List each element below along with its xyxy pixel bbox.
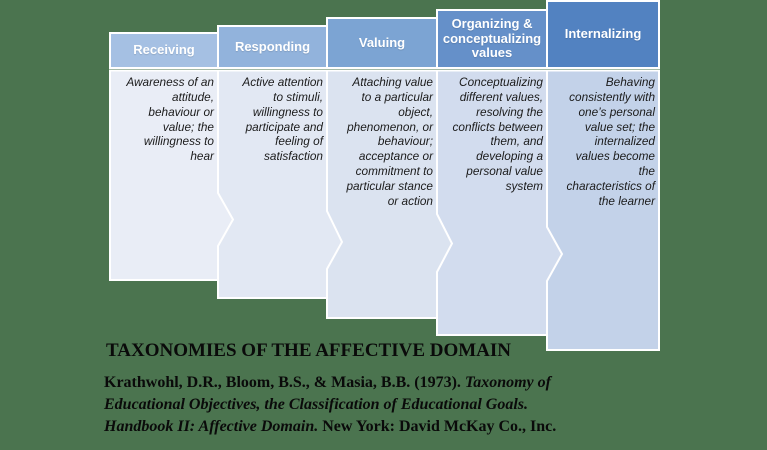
citation-authors: Krathwohl, D.R., Bloom, B.S., & Masia, B… [104, 374, 465, 391]
citation: Krathwohl, D.R., Bloom, B.S., & Masia, B… [104, 372, 556, 438]
valuing-header-shape [326, 17, 438, 69]
citation-line-3: Handbook II: Affective Domain. New York:… [104, 416, 556, 438]
column-body-receiving: Awareness of an attitude, behaviour or v… [126, 75, 214, 164]
column-body-organizing: Conceptualizing different values, resolv… [452, 75, 544, 194]
organizing-body-shape [436, 69, 564, 336]
responding-body-shape [217, 69, 344, 299]
column-header-responding: Responding [234, 38, 311, 54]
column-body-responding: Active attention to stimuli, willingness… [242, 75, 323, 164]
responding-header-shape [217, 25, 328, 69]
column-body-valuing: Attaching value to a particular object, … [346, 75, 433, 208]
column-header-receiving: Receiving [133, 42, 195, 58]
internalizing-header-shape [546, 0, 660, 69]
citation-line-2: Educational Objectives, the Classificati… [104, 394, 556, 416]
column-body-internalizing: Behaving consistently with one’s persona… [566, 75, 655, 208]
receiving-body-shape [109, 69, 235, 281]
receiving-header-shape [109, 32, 219, 69]
citation-title-part-2: Educational Objectives, the Classificati… [104, 396, 529, 413]
citation-publisher: New York: David McKay Co., Inc. [318, 418, 557, 435]
citation-title-part-1: Taxonomy of [464, 374, 551, 391]
column-header-organizing: Organizing & conceptualizing values [442, 16, 542, 61]
column-header-internalizing: Internalizing [564, 26, 642, 42]
organizing-header-shape [436, 9, 548, 69]
column-header-valuing: Valuing [358, 34, 406, 50]
citation-title-part-3: Handbook II: Affective Domain. [104, 418, 319, 435]
citation-line-1: Krathwohl, D.R., Bloom, B.S., & Masia, B… [104, 372, 556, 394]
slide-title: TAXONOMIES OF THE AFFECTIVE DOMAIN [106, 340, 512, 361]
valuing-body-shape [326, 69, 454, 319]
